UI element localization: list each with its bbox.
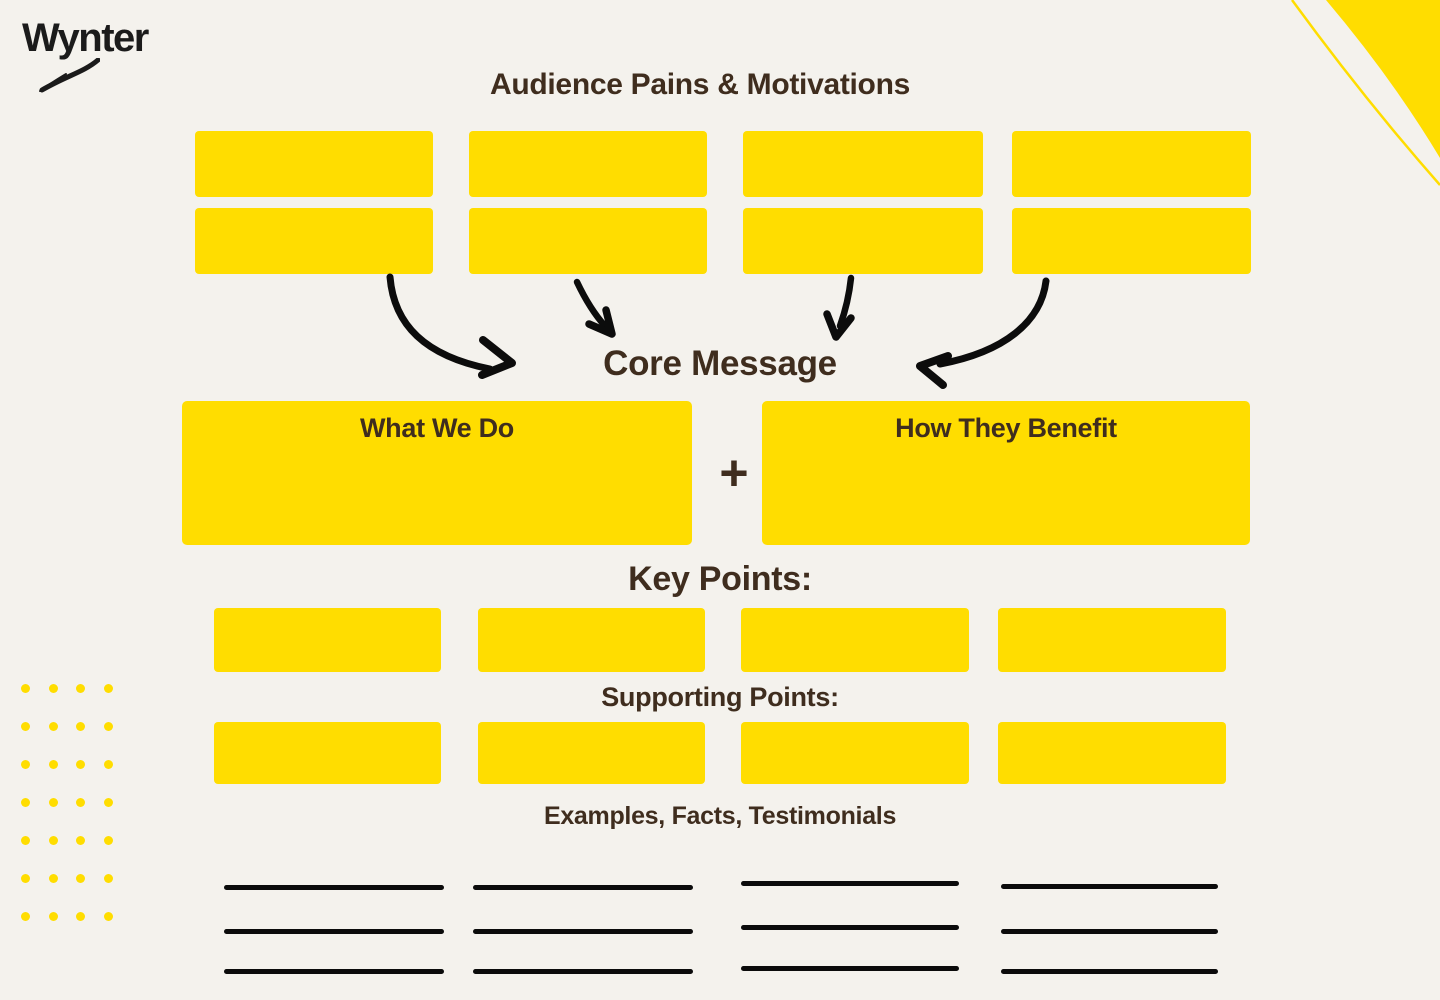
key-point-box-3 <box>741 608 969 672</box>
example-line <box>1001 929 1218 934</box>
dot <box>48 836 58 845</box>
dot <box>48 722 58 731</box>
corner-arc-icon <box>1290 0 1440 186</box>
supporting-box-1 <box>214 722 441 784</box>
dot <box>48 760 58 769</box>
key-point-box-4 <box>998 608 1226 672</box>
dot <box>48 874 58 883</box>
dot-grid-icon <box>21 684 113 921</box>
pain-box-7 <box>743 208 983 274</box>
dot <box>48 798 58 807</box>
wynter-logo: Wynter <box>22 16 149 60</box>
dot <box>21 760 30 769</box>
example-line <box>224 969 444 974</box>
how-they-benefit-box: How They Benefit <box>762 401 1250 545</box>
pain-box-2 <box>469 131 707 197</box>
dot <box>103 760 113 769</box>
pain-box-4 <box>1012 131 1251 197</box>
example-line <box>473 885 693 890</box>
plus-icon: + <box>719 445 749 501</box>
supporting-box-3 <box>741 722 969 784</box>
example-line <box>741 966 959 971</box>
dot <box>21 874 30 883</box>
dot <box>21 798 30 807</box>
example-line <box>224 929 444 934</box>
example-line <box>473 929 693 934</box>
what-we-do-label: What We Do <box>360 413 514 443</box>
key-point-box-1 <box>214 608 441 672</box>
pain-box-3 <box>743 131 983 197</box>
dot <box>21 912 30 921</box>
dot <box>76 760 85 769</box>
example-line <box>473 969 693 974</box>
supporting-box-2 <box>478 722 705 784</box>
dot <box>103 836 113 845</box>
dot <box>21 684 30 693</box>
key-points-title: Key Points: <box>628 560 812 598</box>
dot <box>76 722 85 731</box>
dot <box>76 912 85 921</box>
dot <box>76 798 85 807</box>
dot <box>76 874 85 883</box>
dot <box>103 912 113 921</box>
pain-box-5 <box>195 208 433 274</box>
dot <box>48 912 58 921</box>
supporting-points-title: Supporting Points: <box>601 682 839 712</box>
pain-box-1 <box>195 131 433 197</box>
dot <box>103 722 113 731</box>
curved-arrow-icon <box>386 273 1050 389</box>
dot <box>21 722 30 731</box>
dot <box>21 836 30 845</box>
examples-title: Examples, Facts, Testimonials <box>543 802 897 830</box>
pain-box-8 <box>1012 208 1251 274</box>
example-line <box>741 881 959 886</box>
brush-swash-icon <box>39 58 100 93</box>
what-we-do-box: What We Do <box>182 401 692 545</box>
core-message-title: Core Message <box>603 344 837 383</box>
pain-box-6 <box>469 208 707 274</box>
supporting-box-4 <box>998 722 1226 784</box>
example-line <box>741 925 959 930</box>
dot <box>76 684 85 693</box>
dot <box>76 836 85 845</box>
example-line <box>1001 884 1218 889</box>
audience-pains-title: Audience Pains & Motivations <box>489 68 910 101</box>
how-they-benefit-label: How They Benefit <box>895 413 1117 443</box>
dot <box>103 874 113 883</box>
dot <box>103 798 113 807</box>
dot <box>103 684 113 693</box>
example-line <box>1001 969 1218 974</box>
example-line <box>224 885 444 890</box>
key-point-box-2 <box>478 608 705 672</box>
dot <box>48 684 58 693</box>
